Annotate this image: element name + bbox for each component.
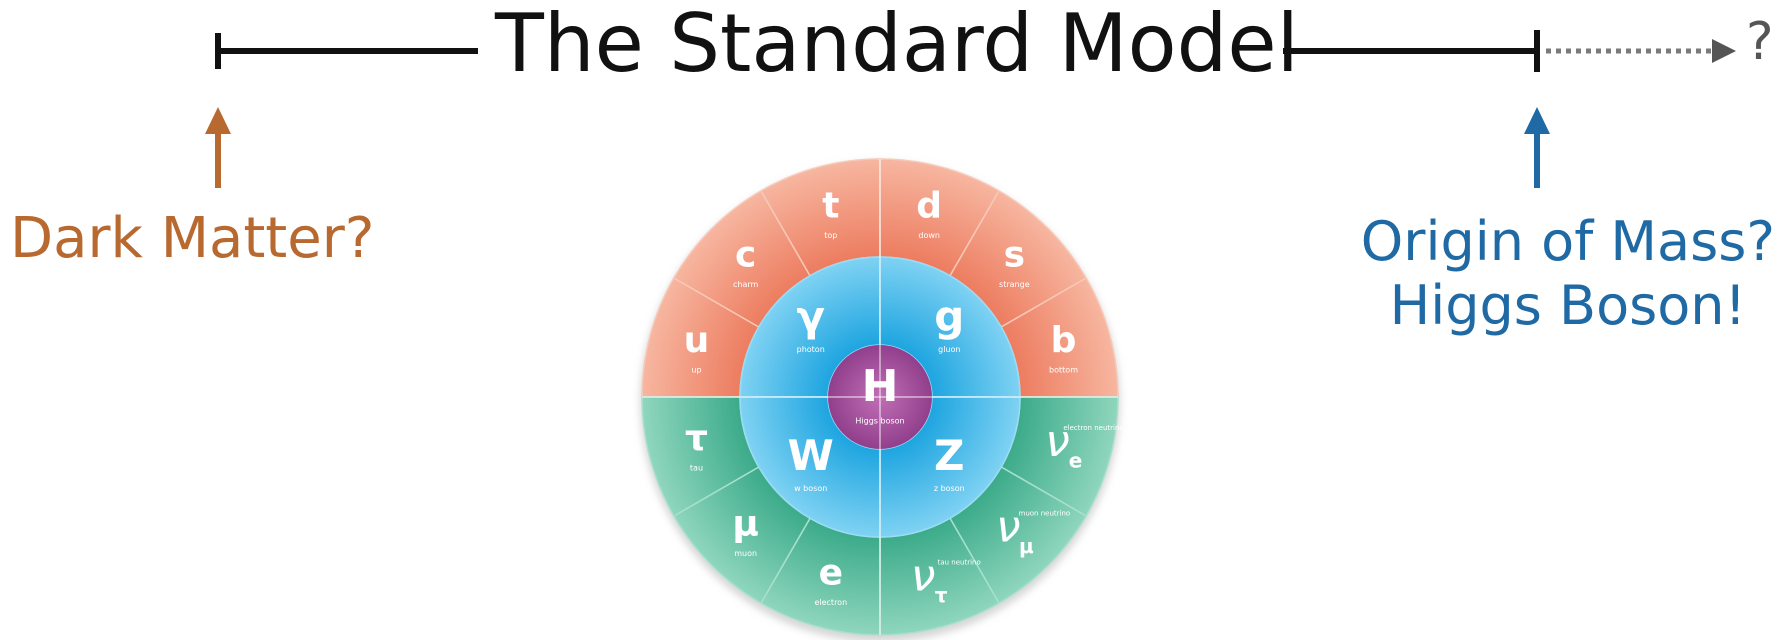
quark-symbol-top: t (822, 185, 839, 226)
quark-symbol-bottom: b (1051, 320, 1077, 361)
lepton-subscript-2: τ (935, 583, 948, 607)
quark-name-down: down (918, 231, 940, 240)
unknown-question-mark: ? (1746, 12, 1774, 72)
higgs-boson-label: Higgs Boson! (1389, 273, 1747, 337)
quark-name-bottom: bottom (1049, 365, 1078, 374)
boson-symbol-2: Z (934, 431, 964, 480)
lepton-subscript-1: μ (1019, 534, 1034, 558)
boson-name-0: photon (797, 345, 825, 354)
lepton-symbol-4: μ (732, 503, 759, 544)
quark-symbol-up: u (684, 320, 710, 361)
lepton-symbol-0: ν (1045, 416, 1070, 467)
boson-name-1: gluon (938, 345, 960, 354)
lepton-subscript-0: e (1069, 449, 1083, 473)
quark-name-strange: strange (999, 280, 1030, 289)
left-up-arrowhead-icon (205, 107, 231, 134)
lepton-symbol-2: ν (911, 551, 936, 602)
boson-name-3: w boson (794, 484, 827, 493)
quark-name-charm: charm (733, 280, 759, 289)
boson-symbol-0: γ (796, 292, 825, 341)
quark-name-top: top (824, 231, 837, 240)
dotted-arrow-head-icon (1712, 39, 1736, 63)
lepton-name-2: tau neutrino (938, 559, 981, 567)
page-title: The Standard Model (495, 0, 1299, 90)
boson-symbol-1: g (934, 292, 964, 341)
dark-matter-label: Dark Matter? (10, 206, 375, 271)
boson-symbol-3: W (788, 431, 834, 480)
quark-symbol-charm: c (735, 235, 756, 276)
higgs-label-block: Origin of Mass? Higgs Boson! (1361, 210, 1775, 337)
quark-symbol-down: d (916, 185, 942, 226)
lepton-name-1: muon neutrino (1019, 509, 1071, 517)
lepton-name-5: tau (690, 464, 703, 473)
lepton-symbol-5: τ (685, 418, 708, 459)
lepton-name-3: electron (814, 598, 847, 607)
lepton-symbol-3: e (819, 553, 843, 594)
lepton-symbol-1: ν (996, 501, 1021, 552)
lepton-name-4: muon (734, 549, 757, 558)
lepton-name-0: electron neutrino (1063, 424, 1123, 432)
boson-name-2: z boson (934, 484, 965, 493)
quark-symbol-strange: s (1004, 235, 1025, 276)
origin-of-mass-label: Origin of Mass? (1360, 210, 1775, 273)
right-up-arrowhead-icon (1524, 107, 1550, 134)
quark-name-up: up (691, 365, 701, 374)
